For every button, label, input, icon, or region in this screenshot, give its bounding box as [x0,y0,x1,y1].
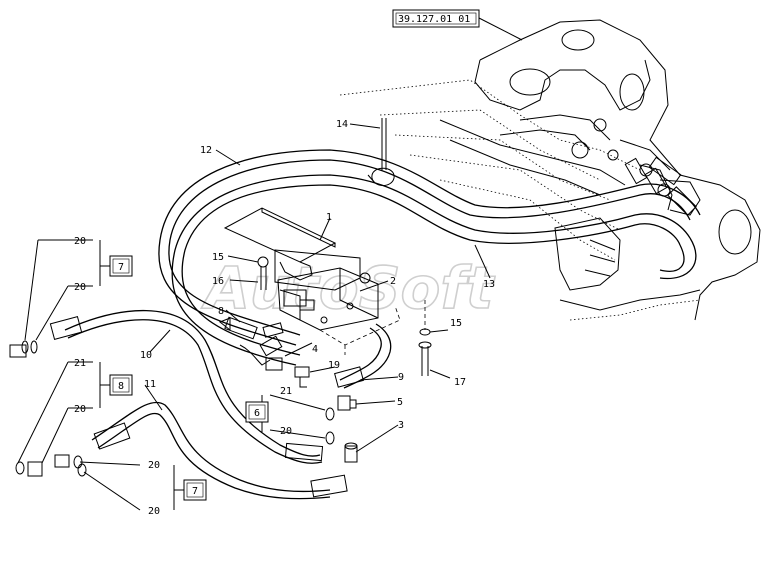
callout-11: 11 [144,379,156,390]
fitting-21 [325,407,335,421]
reference-code-box: 39.127.01 01 [392,9,523,41]
callout-13: 13 [483,279,495,290]
callout-20-c: 20 [74,404,86,415]
callout-14: 14 [336,119,348,130]
elbow-fittings-4 [239,322,284,371]
callout-8-fitting: 8 [218,306,224,317]
callout-6: 6 [254,408,260,419]
callout-2: 2 [390,276,396,287]
callout-20-e: 20 [148,460,160,471]
callout-10: 10 [140,350,152,361]
callout-box-7-top: 7 [109,255,133,277]
callout-8: 8 [118,381,124,392]
callout-1: 1 [326,212,332,223]
callout-box-8: 8 [109,374,133,396]
fitting-5 [337,395,357,411]
callout-21-a: 21 [74,358,86,369]
hose-12 [158,149,701,346]
hose-11 [91,401,348,500]
callout-16: 16 [212,276,224,287]
tractor-frame [339,19,761,321]
callout-5: 5 [397,397,403,408]
callout-12: 12 [200,145,212,156]
valve-block [277,267,379,331]
bolt-17 [418,300,432,376]
callout-4: 4 [312,344,318,355]
callout-17: 17 [454,377,466,388]
callout-21-b: 21 [280,386,292,397]
watermark: AutoSoft [201,254,496,322]
callout-box-6: 6 [245,401,269,423]
washer-20 [325,431,335,445]
callout-20-a: 20 [74,236,86,247]
callout-15-right: 15 [450,318,462,329]
callout-20-b: 20 [74,282,86,293]
dashed-mounting-lines [319,305,401,355]
hose-13 [171,174,697,366]
fitting-8 [219,316,258,340]
callout-15-left: 15 [212,252,224,263]
hose-10 [49,309,324,464]
callout-20-d: 20 [280,426,292,437]
fitting-3 [344,442,358,463]
valve-bracket [223,207,361,291]
callout-19: 19 [328,360,340,371]
callout-9: 9 [398,372,404,383]
clip-14 [367,118,395,186]
reference-code: 39.127.01 01 [398,14,470,25]
callout-box-7-bottom: 7 [183,479,207,501]
leader-lines [17,123,491,511]
callout-3: 3 [398,420,404,431]
fitting-19 [294,366,310,388]
callout-7-bottom: 7 [192,486,198,497]
hose-end-fittings [639,156,697,216]
callout-7-top: 7 [118,262,124,273]
callout-20-f: 20 [148,506,160,517]
